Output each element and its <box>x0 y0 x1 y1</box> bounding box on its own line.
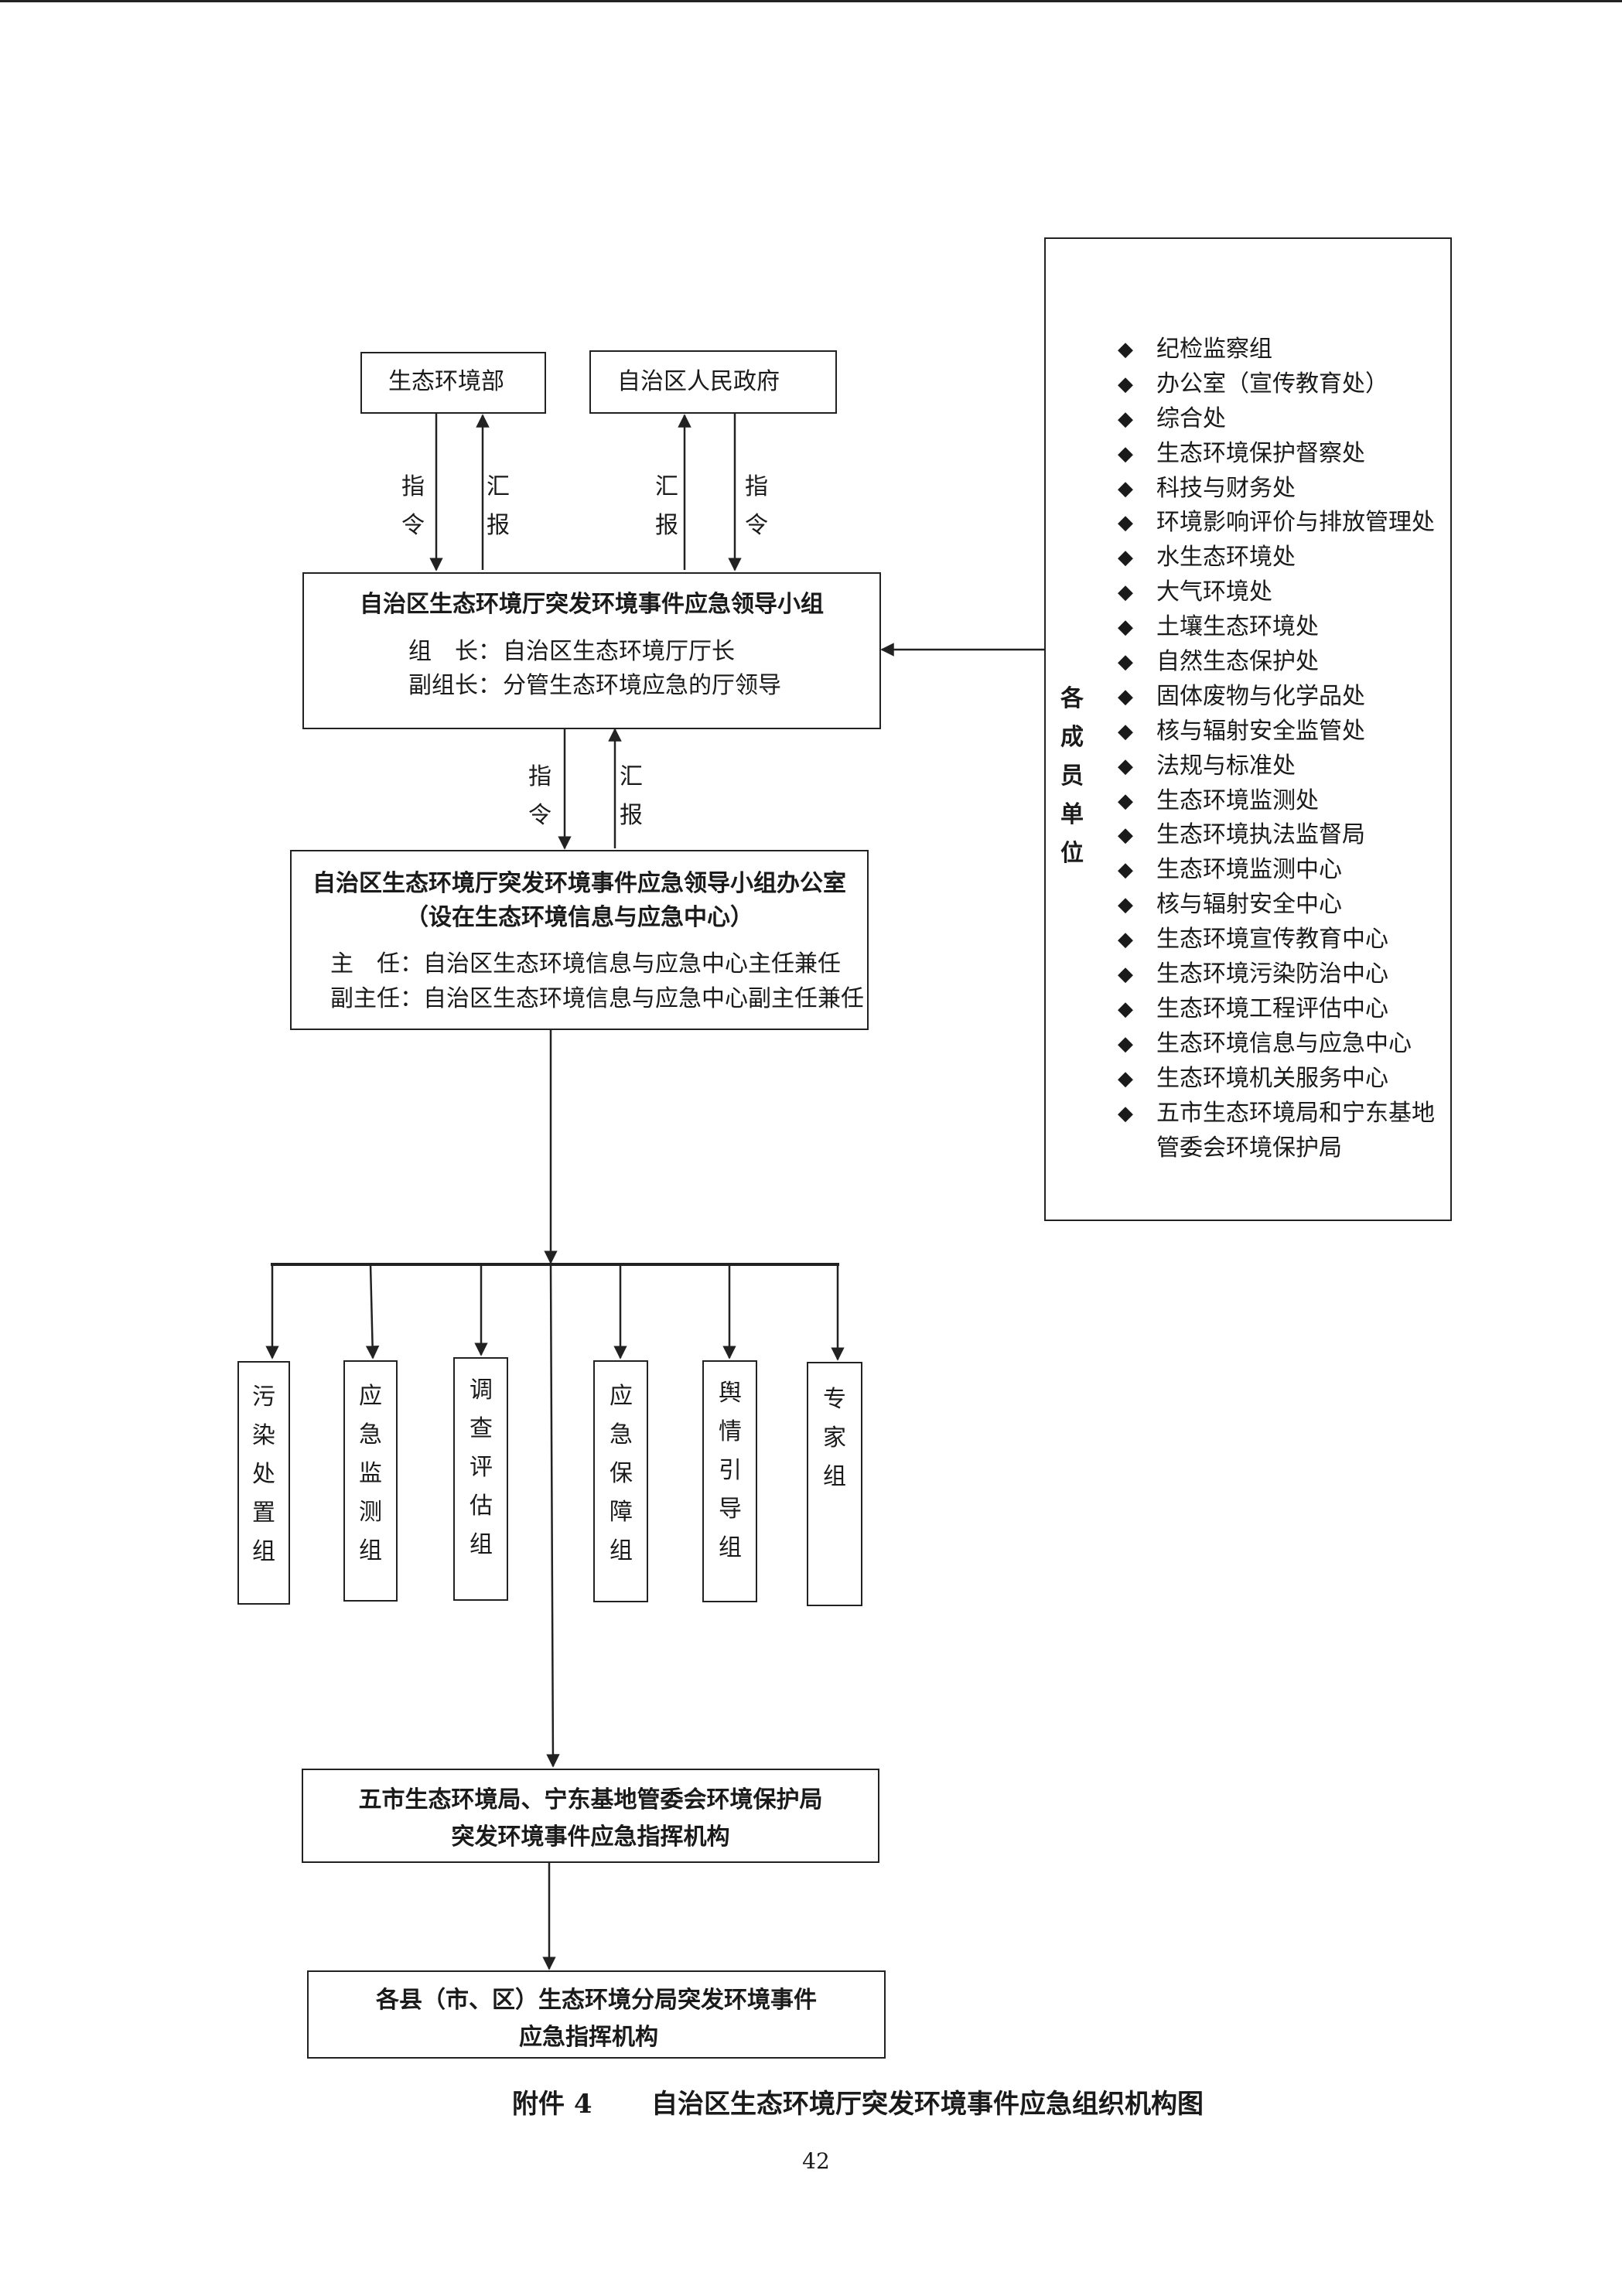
group-pollution-disposal: 污染处置组 <box>237 1361 290 1605</box>
list-item: ◆生态环境保护督察处 <box>1118 437 1443 472</box>
diamond-bullet-icon: ◆ <box>1118 824 1133 848</box>
office-director-label: 主 任： <box>330 950 423 977</box>
diamond-bullet-icon: ◆ <box>1118 338 1133 361</box>
leading-group-leader-value: 自治区生态环境厅厅长 <box>503 638 735 665</box>
office-director-value: 自治区生态环境信息与应急中心主任兼任 <box>423 950 841 977</box>
group-experts: 专家组 <box>807 1362 862 1606</box>
label-ministry-report: 汇报 <box>487 473 510 539</box>
list-item: ◆大气环境处 <box>1118 575 1443 610</box>
list-item: ◆生态环境宣传教育中心 <box>1118 923 1443 957</box>
group-emergency-monitoring: 应急监测组 <box>343 1360 398 1602</box>
leading-group-box: 自治区生态环境厅突发环境事件应急领导小组 组 长： 自治区生态环境厅厅长 副组长… <box>302 572 881 729</box>
diamond-bullet-icon: ◆ <box>1118 893 1133 917</box>
diamond-bullet-icon: ◆ <box>1118 963 1133 987</box>
office-title: 自治区生态环境厅突发环境事件应急领导小组办公室 <box>312 870 846 897</box>
list-item: ◆固体废物与化学品处 <box>1118 680 1443 715</box>
gov-label: 自治区人民政府 <box>617 368 780 395</box>
label-ministry-order: 指令 <box>401 473 425 539</box>
leading-group-deputy-label: 副组长： <box>408 672 501 699</box>
diamond-bullet-icon: ◆ <box>1118 511 1133 535</box>
city-org-line2: 突发环境事件应急指挥机构 <box>451 1823 730 1851</box>
page-top-rule <box>0 0 1622 2</box>
city-org-line1: 五市生态环境局、宁东基地管委会环境保护局 <box>358 1786 823 1813</box>
office-subtitle: （设在生态环境信息与应急中心） <box>405 904 753 931</box>
list-item: ◆办公室（宣传教育处） <box>1118 367 1443 402</box>
list-item: ◆生态环境信息与应急中心 <box>1118 1027 1443 1062</box>
diamond-bullet-icon: ◆ <box>1118 997 1133 1021</box>
city-org-box: 五市生态环境局、宁东基地管委会环境保护局 突发环境事件应急指挥机构 <box>302 1769 879 1863</box>
office-deputy-value: 自治区生态环境信息与应急中心副主任兼任 <box>423 985 864 1012</box>
caption-title: 自治区生态环境厅突发环境事件应急组织机构图 <box>651 2089 1204 2120</box>
diamond-bullet-icon: ◆ <box>1118 476 1133 500</box>
label-gov-order: 指令 <box>745 473 768 539</box>
diamond-bullet-icon: ◆ <box>1118 719 1133 743</box>
leading-group-title: 自治区生态环境厅突发环境事件应急领导小组 <box>360 591 824 618</box>
list-item: ◆科技与财务处 <box>1118 472 1443 507</box>
diamond-bullet-icon: ◆ <box>1118 581 1133 605</box>
list-item: ◆生态环境执法监督局 <box>1118 818 1443 853</box>
office-deputy-label: 副主任： <box>330 985 423 1012</box>
gov-box: 自治区人民政府 <box>589 350 837 414</box>
label-gov-report: 汇报 <box>655 473 678 539</box>
diamond-bullet-icon: ◆ <box>1118 1066 1133 1090</box>
label-leading-report: 汇报 <box>620 763 643 829</box>
list-item: ◆环境影响评价与排放管理处 <box>1118 506 1443 541</box>
diamond-bullet-icon: ◆ <box>1118 858 1133 882</box>
list-item: ◆生态环境工程评估中心 <box>1118 992 1443 1027</box>
leading-group-deputy-value: 分管生态环境应急的厅领导 <box>503 672 781 699</box>
diamond-bullet-icon: ◆ <box>1118 789 1133 813</box>
diamond-bullet-icon: ◆ <box>1118 442 1133 466</box>
ministry-box: 生态环境部 <box>360 352 546 414</box>
diamond-bullet-icon: ◆ <box>1118 1101 1133 1125</box>
county-org-box: 各县（市、区）生态环境分局突发环境事件 应急指挥机构 <box>307 1970 886 2059</box>
list-item: ◆生态环境机关服务中心 <box>1118 1062 1443 1097</box>
diamond-bullet-icon: ◆ <box>1118 684 1133 708</box>
list-item: ◆核与辐射安全中心 <box>1118 888 1443 923</box>
ministry-label: 生态环境部 <box>388 368 504 395</box>
list-item: ◆自然生态保护处 <box>1118 645 1443 680</box>
list-item: ◆生态环境监测中心 <box>1118 853 1443 888</box>
list-item: ◆纪检监察组 <box>1118 333 1443 367</box>
diamond-bullet-icon: ◆ <box>1118 407 1133 431</box>
diamond-bullet-icon: ◆ <box>1118 928 1133 952</box>
list-item: ◆核与辐射安全监管处 <box>1118 715 1443 749</box>
county-org-line2: 应急指挥机构 <box>519 2024 658 2051</box>
list-item: ◆五市生态环境局和宁东基地管委会环境保护局 <box>1118 1097 1443 1166</box>
label-leading-order: 指令 <box>528 763 551 829</box>
list-item: ◆生态环境污染防治中心 <box>1118 957 1443 992</box>
diamond-bullet-icon: ◆ <box>1118 650 1133 674</box>
diamond-bullet-icon: ◆ <box>1118 1032 1133 1056</box>
member-units-box: 各 成 员 单 位 <box>1044 237 1452 1221</box>
office-box: 自治区生态环境厅突发环境事件应急领导小组办公室 （设在生态环境信息与应急中心） … <box>290 850 869 1030</box>
arrow-to-city-org <box>546 1264 560 1768</box>
diamond-bullet-icon: ◆ <box>1118 754 1133 778</box>
member-units-label: 各 成 员 单 位 <box>1060 685 1084 867</box>
list-item: ◆土壤生态环境处 <box>1118 610 1443 645</box>
diamond-bullet-icon: ◆ <box>1118 546 1133 570</box>
list-item: ◆水生态环境处 <box>1118 541 1443 575</box>
member-units-list: ◆纪检监察组 ◆办公室（宣传教育处） ◆综合处 ◆生态环境保护督察处 ◆科技与财… <box>1118 333 1443 1165</box>
page-number: 42 <box>802 2148 830 2174</box>
diamond-bullet-icon: ◆ <box>1118 616 1133 640</box>
caption-prefix: 附件 4 <box>512 2089 592 2120</box>
group-public-opinion: 舆情引导组 <box>702 1360 757 1602</box>
diamond-bullet-icon: ◆ <box>1118 372 1133 396</box>
group-investigation-assessment: 调查评估组 <box>453 1357 508 1601</box>
list-item: ◆生态环境监测处 <box>1118 784 1443 819</box>
list-item: ◆法规与标准处 <box>1118 749 1443 784</box>
leading-group-leader-label: 组 长： <box>408 638 501 665</box>
county-org-line1: 各县（市、区）生态环境分局突发环境事件 <box>376 1987 817 2014</box>
list-item: ◆综合处 <box>1118 402 1443 437</box>
group-emergency-support: 应急保障组 <box>593 1360 648 1602</box>
